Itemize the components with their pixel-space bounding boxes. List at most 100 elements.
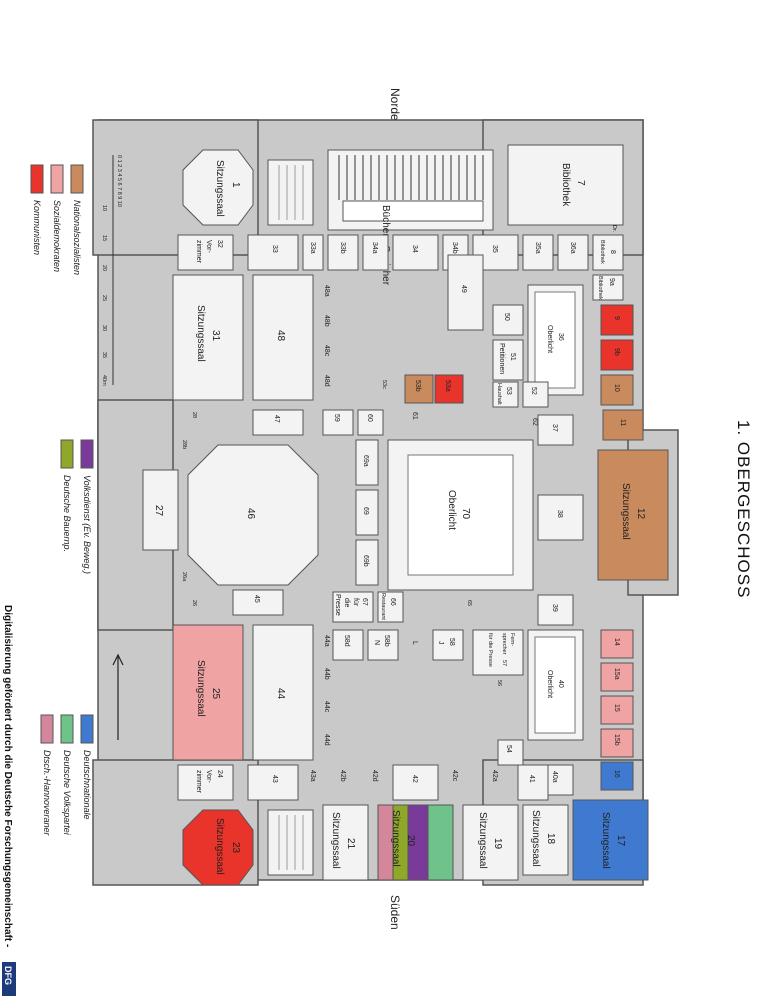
central-block: 49 50 51 Petitionen 52 53 Haushalt 53b 5… — [142, 254, 549, 766]
room-24-name: Vor- — [205, 770, 212, 784]
room-35 — [472, 234, 519, 271]
book-stacks-label-box — [342, 200, 484, 222]
room-36a-number: 36a — [569, 242, 576, 254]
room-17 — [572, 799, 649, 881]
room-67-number: 67 — [361, 598, 368, 606]
scale-tick-25: 25 — [101, 295, 107, 301]
room-67 — [332, 591, 374, 623]
room-9a-name: Bibliothek — [597, 276, 603, 300]
dfg-logo-text: DFG — [3, 966, 13, 985]
room-70-number: 70 — [460, 508, 471, 520]
legend-swatch-dnvp — [80, 714, 94, 744]
room-15b — [600, 728, 634, 758]
room-37 — [537, 414, 574, 446]
room-1-number: 1 — [230, 182, 241, 188]
room-69 — [355, 489, 379, 536]
room-67-name3: Presse — [334, 594, 341, 616]
room-54-number: 54 — [505, 745, 512, 753]
room-43-number: 43 — [271, 775, 278, 783]
legend-label-kpd: Kommunisten — [32, 200, 42, 255]
room-58d-number: 58d — [343, 635, 350, 647]
room-36a — [557, 234, 589, 271]
room-20-stripe-dvp — [427, 804, 454, 881]
room-12-name: Sitzungssaal — [620, 483, 631, 540]
room-40-number: 40 — [557, 680, 564, 688]
room-40-name: Oberlicht — [546, 670, 553, 698]
stairs-sw-steps — [278, 815, 304, 870]
room-59-number: 59 — [333, 414, 340, 422]
room-23 — [182, 809, 254, 886]
room-69a-number: 69a — [362, 455, 369, 467]
room-45-number: 45 — [253, 595, 260, 603]
scale-small-ticks: 0 1 2 3 4 5 6 7 8 9 10 — [116, 155, 122, 207]
north-wing: 1 Sitzungssaal — [177, 144, 624, 301]
stairs-nw-steps — [278, 165, 304, 220]
scale-tick-35: 35 — [101, 352, 107, 358]
legend-swatch-nsdap — [70, 164, 84, 194]
room-58b — [367, 629, 399, 661]
room-50-number: 50 — [503, 313, 510, 321]
room-57 — [472, 629, 524, 676]
room-42c-number: 42c — [451, 770, 458, 782]
room-16-number: 16 — [613, 770, 620, 778]
room-44-number: 44 — [275, 688, 286, 700]
room-8 — [592, 234, 624, 271]
room-48d-number: 48d — [323, 375, 330, 387]
room-44 — [252, 624, 314, 761]
room-31-number: 31 — [210, 330, 221, 342]
room-53c-number: 53c — [381, 380, 387, 389]
room-39-number: 39 — [551, 604, 558, 612]
legend-swatch-bauern — [60, 439, 74, 469]
legend-label-dnvp: Deutschnationale — [82, 750, 92, 820]
room-70-name: Oberlicht — [446, 490, 457, 530]
room-58l: L — [411, 641, 418, 645]
room-7-name: Bibliothek — [560, 163, 571, 207]
room-41-number: 41 — [528, 775, 535, 783]
south-label: Süden — [388, 895, 402, 930]
room-52 — [522, 381, 549, 408]
room-46 — [187, 444, 319, 586]
room-42d-number: 42d — [371, 770, 378, 782]
map-title: 1. OBERGESCHOSS — [734, 420, 753, 598]
room-31 — [172, 274, 244, 401]
room-32-name: Vor- — [205, 240, 212, 254]
room-66 — [377, 591, 404, 623]
room-18-number: 18 — [545, 833, 556, 845]
room-19 — [462, 804, 519, 881]
room-33b-number: 33b — [339, 242, 346, 254]
room-59 — [322, 409, 354, 436]
room-17-number: 17 — [615, 835, 626, 847]
room-34-number: 34 — [411, 245, 418, 253]
room-9-number: 9 — [613, 316, 620, 320]
room-53-name: Haushalt — [496, 383, 502, 405]
room-33b — [327, 234, 359, 271]
room-34 — [392, 234, 439, 271]
room-58n: N — [373, 640, 380, 645]
room-26-number: 26 — [191, 600, 197, 606]
room-20-number: 20 — [405, 835, 416, 847]
room-53a-number: 53a — [444, 380, 451, 392]
room-24-number: 24 — [216, 770, 223, 778]
room-49 — [447, 254, 484, 331]
room-57-name: Fern- — [509, 633, 515, 646]
room-56-number: 56 — [496, 680, 502, 686]
room-9a-number: 9a — [608, 278, 615, 286]
room-53b-nsdap — [404, 374, 434, 404]
legend-label-volksdienst: Volksdienst (Ev. Beweg.) — [82, 475, 92, 574]
room-45 — [232, 589, 284, 616]
room-1 — [182, 149, 254, 226]
room-53b-number: 53b — [414, 380, 421, 392]
room-58d — [332, 629, 364, 661]
room-1-name: Sitzungssaal — [214, 160, 225, 217]
room-51-number: 51 — [509, 353, 516, 361]
room-44d-number: 44d — [323, 734, 330, 746]
room-53 — [492, 381, 519, 408]
stairs-nw — [267, 159, 314, 226]
room-15b-number: 15b — [613, 734, 620, 746]
room-40a-number: 40a — [551, 771, 558, 783]
room-19-number: 19 — [492, 838, 503, 850]
room-26a-number: 26a — [181, 572, 187, 582]
room-11 — [602, 409, 644, 441]
room-9a — [592, 274, 624, 301]
